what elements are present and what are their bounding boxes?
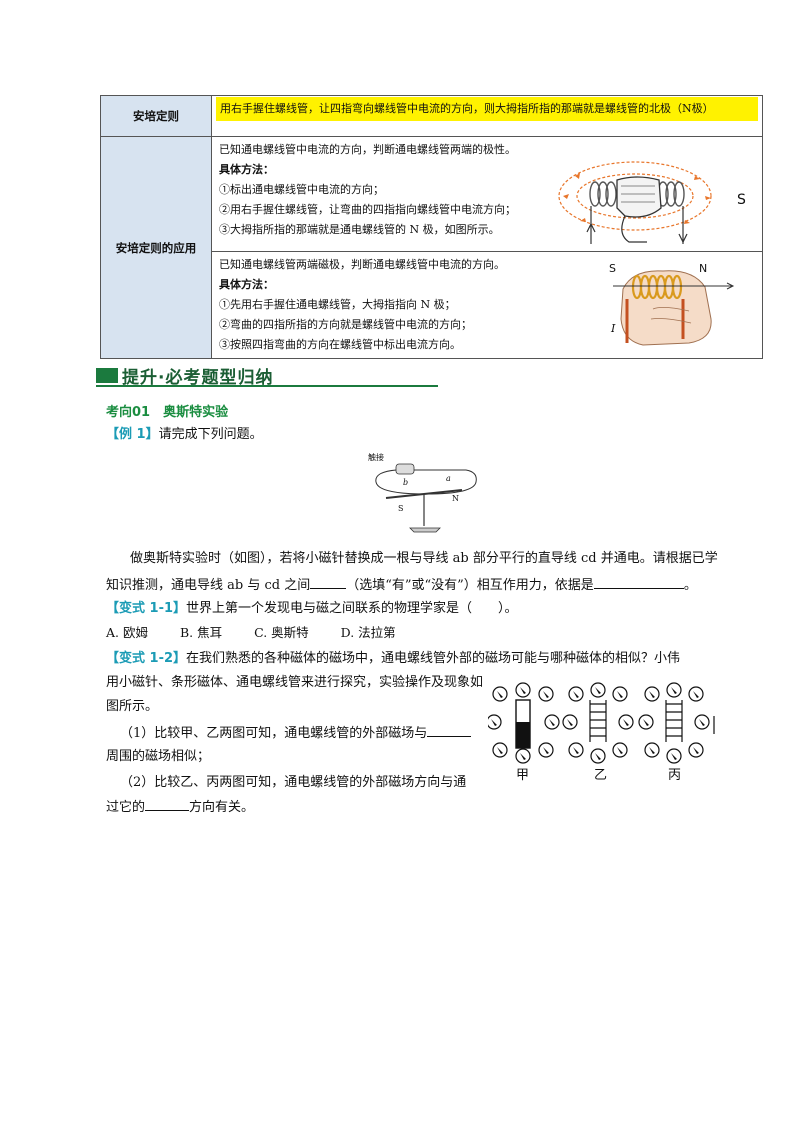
answer-blank-2[interactable]: [593, 574, 684, 589]
example1-tag: 【例 1】: [106, 427, 159, 442]
answer-blank-1[interactable]: [310, 574, 347, 589]
answer-blank-4[interactable]: [145, 796, 190, 811]
figure-label-b: b: [403, 478, 409, 487]
figure-label-south: S: [398, 504, 404, 513]
figure-jia: [488, 682, 560, 764]
example1-prompt: 请完成下列问题。: [158, 427, 263, 442]
solenoid-grip-figure: [558, 161, 712, 244]
variant12-q2-line2: 过它的 方向有关。: [106, 796, 254, 819]
part2-step-3: ③按照四指弯曲的方向在螺线管中标出电流方向。: [219, 338, 461, 351]
oersted-experiment-figure: [375, 463, 477, 533]
option-c[interactable]: C. 奥斯特: [254, 625, 309, 640]
q2-text-a: 过它的: [106, 800, 146, 815]
option-b[interactable]: B. 焦耳: [179, 625, 223, 640]
variant12-line2: 用小磁针、条形磁体、通电螺线管来进行探究，实验操作及现象如: [106, 675, 484, 690]
part1-step-3: ③大拇指所指的那端就是通电螺线管的 N 极，如图所示。: [219, 223, 500, 236]
application-part-2: 已知通电螺线管两端磁极，判断通电螺线管中电流的方向。 具体方法： ①先用右手握住…: [211, 251, 763, 359]
application-part-1: 已知通电螺线管中电流的方向，判断通电螺线管两端的极性。 具体方法： ①标出通电螺…: [211, 136, 763, 252]
section-title: 提升·必考题型归纳: [122, 368, 274, 388]
example1-paragraph-line2: 知识推测，通电导线 ab 与 cd 之间 （选填“有”或“没有”）相互作用力，依据…: [106, 574, 697, 597]
ampere-rule-table: 安培定则 用右手握住螺线管，让四指弯向螺线管中电流的方向，则大拇指所指的那端就是…: [100, 95, 763, 359]
part2-step-1: ①先用右手握住通电螺线管，大拇指指向 N 极；: [219, 298, 456, 311]
figure-yi: [562, 682, 634, 764]
variant12-text-line1: 在我们熟悉的各种磁体的磁场中，通电螺线管外部的磁场可能与哪种磁体的相似？小伟: [186, 651, 681, 666]
variant11-question: 【变式 1-1】世界上第一个发现电与磁之间联系的物理学家是（ ）。: [106, 598, 518, 620]
example1-header: 【例 1】请完成下列问题。: [106, 424, 263, 446]
part2-step-2: ②弯曲的四指所指的方向就是螺线管中电流的方向；: [219, 318, 472, 331]
example1-text-part2: （选填“有”或“没有”）相互作用力，依据是: [346, 578, 594, 593]
variant12-tag: 【变式 1-2】: [106, 651, 187, 666]
hand-coil-figure: [613, 270, 735, 346]
variant12-q1-line2: 周围的磁场相似；: [106, 749, 211, 764]
highlighted-rule-text: 用右手握住螺线管，让四指弯向螺线管中电流的方向，则大拇指所指的那端就是螺线管的北…: [216, 97, 758, 121]
part1-intro: 已知通电螺线管中电流的方向，判断通电螺线管两端的极性。: [219, 143, 516, 156]
section-header: 提升·必考题型归纳: [96, 362, 438, 388]
part2-intro: 已知通电螺线管两端磁极，判断通电螺线管中电流的方向。: [219, 258, 505, 271]
caption-yi: 乙: [594, 768, 608, 783]
row-head-ampere-rule: 安培定则: [100, 95, 212, 137]
figure2-label-s: S: [609, 262, 616, 275]
part1-method-label: 具体方法：: [219, 163, 274, 176]
figure-bing: [638, 682, 715, 764]
caption-bing: 丙: [668, 768, 682, 783]
q2-text-b: 方向有关。: [189, 800, 255, 815]
row-cell-ampere-rule: 用右手握住螺线管，让四指弯向螺线管中电流的方向，则大拇指所指的那端就是螺线管的北…: [211, 95, 763, 137]
section-marker: [96, 368, 118, 383]
row-head-ampere-application: 安培定则的应用: [100, 136, 212, 359]
variant12-line3: 图所示。: [106, 699, 159, 714]
figure-label-north: N: [452, 494, 459, 503]
answer-blank-3[interactable]: [427, 722, 472, 737]
figure-label-s: S: [737, 192, 746, 208]
part1-step-1: ①标出通电螺线管中电流的方向；: [219, 183, 384, 196]
variant12-line1: 【变式 1-2】在我们熟悉的各种磁体的磁场中，通电螺线管外部的磁场可能与哪种磁体…: [106, 648, 680, 670]
variant11-tag: 【变式 1-1】: [106, 601, 187, 616]
variant12-q2-line1: （2）比较乙、丙两图可知，通电螺线管的外部磁场方向与通: [120, 775, 467, 790]
part1-step-2: ②用右手握住螺线管，让弯曲的四指指向螺线管中电流方向；: [219, 203, 516, 216]
variant11-text: 世界上第一个发现电与磁之间联系的物理学家是（ ）。: [186, 601, 518, 616]
option-a[interactable]: A. 欧姆: [106, 625, 148, 640]
section-underline: [96, 385, 438, 387]
q1-text-a: （1）比较甲、乙两图可知，通电螺线管的外部磁场与: [120, 726, 428, 741]
figure2-label-i: I: [611, 322, 616, 335]
example1-text-part1: 知识推测，通电导线 ab 与 cd 之间: [106, 578, 311, 593]
compass-field-figures: [488, 682, 715, 764]
example1-text-part3: 。: [683, 578, 697, 593]
part2-method-label: 具体方法：: [219, 278, 274, 291]
variant11-options: A. 欧姆 B. 焦耳 C. 奥斯特 D. 法拉第: [106, 622, 424, 644]
example1-paragraph-line1: 做奥斯特实验时（如图），若将小磁针替换成一根与导线 ab 部分平行的直导线 cd…: [130, 551, 718, 566]
figure-label-contact: 触接: [368, 453, 384, 462]
topic-heading: 考向01 奥斯特实验: [106, 405, 229, 420]
figure-label-a: a: [446, 474, 451, 483]
caption-jia: 甲: [516, 768, 530, 783]
figure2-label-n: N: [699, 262, 708, 275]
variant12-q1-line1: （1）比较甲、乙两图可知，通电螺线管的外部磁场与: [120, 722, 472, 745]
option-d[interactable]: D. 法拉第: [340, 625, 396, 640]
